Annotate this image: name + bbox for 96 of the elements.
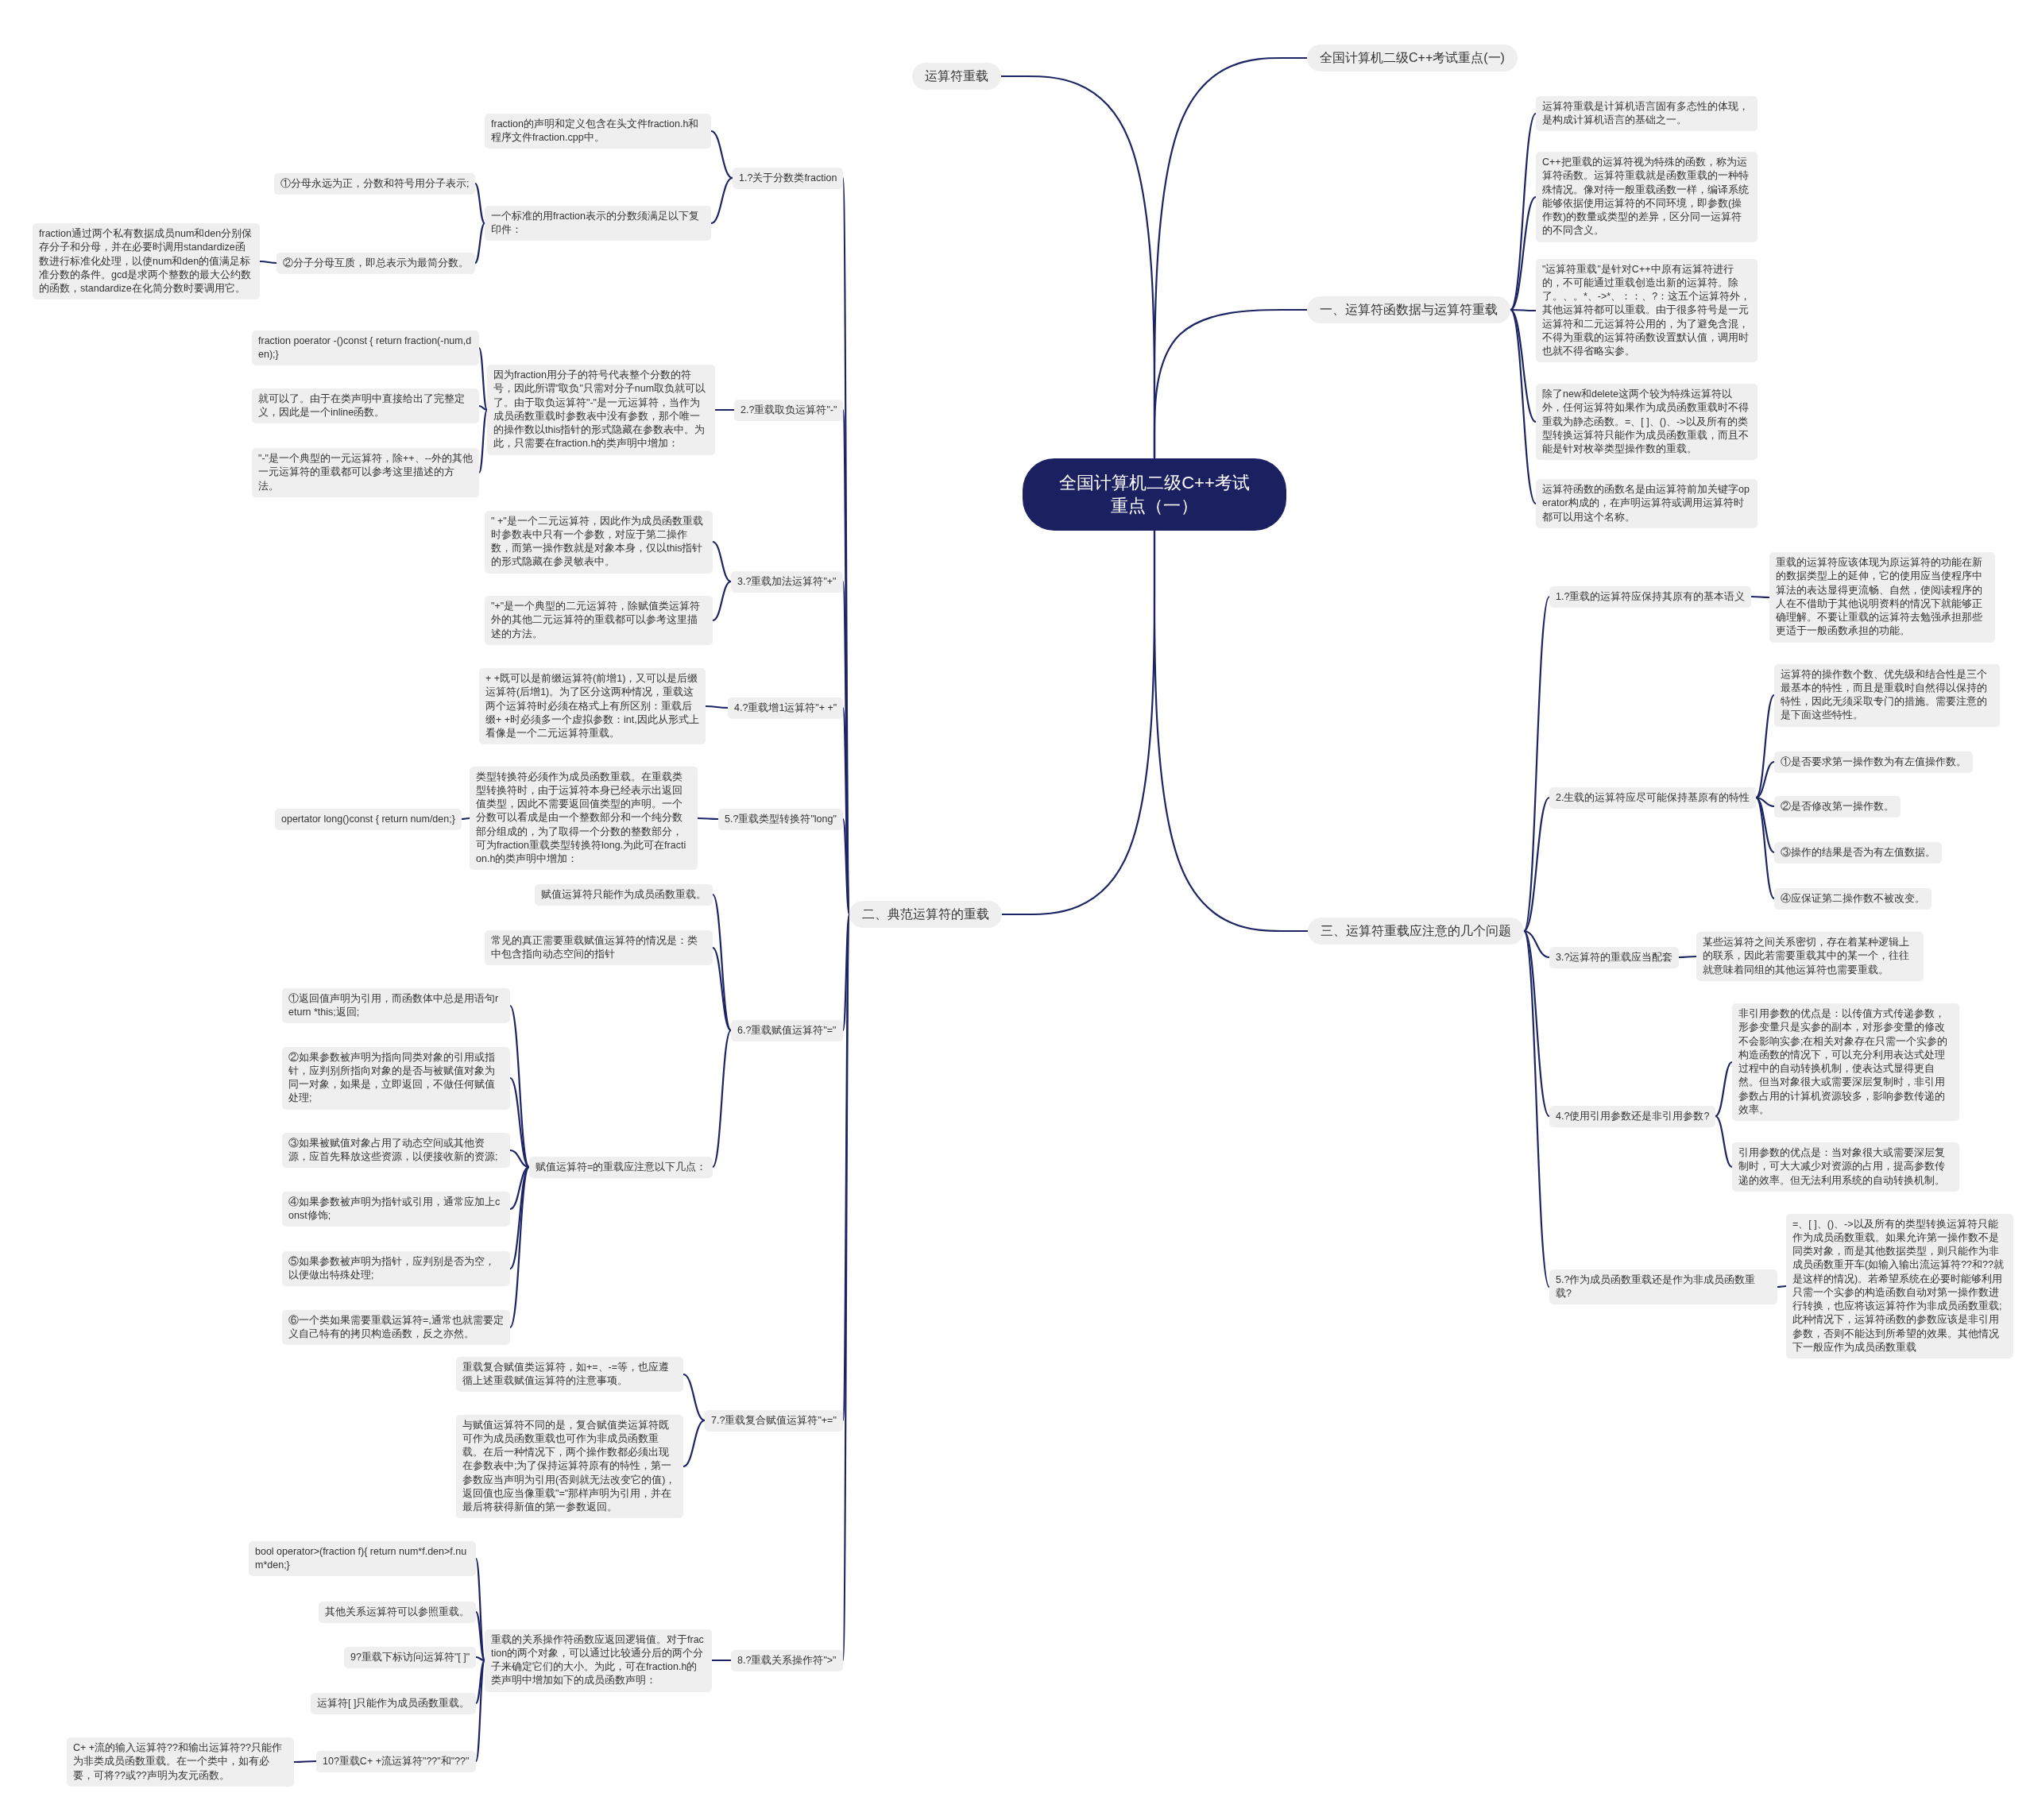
topic-box: 3.?重载加法运算符"+"	[731, 570, 843, 593]
connector-line	[710, 176, 734, 225]
topic-box: 重载的关系操作符函数应返回逻辑值。对于fraction的两个对象，可以通过比较通分后的两个分子来确定它们的大小。为此，可在fraction.h的类声明中增加如下的成员函数声明：	[485, 1629, 712, 1692]
connector-line	[682, 1419, 706, 1468]
topic-box: + +既可以是前缀运算符(前增1)，又可以是后缀运算符(后增1)。为了区分这两种情况，重载这两个运算符时必须在格式上有所区别：重载后缀+ +时必须多一个虚拟参数：int,因此从形式上看像是一个二元运算符重载。	[479, 668, 706, 745]
topic-box: 2.生载的运算符应尽可能保持基原有的特性	[1549, 786, 1757, 809]
topic-box: ②分子分母互质，即总表示为最简分数。	[276, 252, 475, 274]
topic-box: bool operator>(fraction f){ return num*f.den>f.num*den;}	[249, 1540, 476, 1576]
connector-line	[713, 408, 736, 412]
topic-box: 因为fraction用分子的符号代表整个分数的符号，因此所谓"取负"只需对分子num取负就可以了。由于取负运算符"-"是一元运算符，当作为成员函数重载时参数表中没有参数，那个唯一的操作数以this指针的形式隐藏在参数表中。为此，只需要在fraction.h的类声明中增加：	[487, 365, 715, 455]
topic-box: 1.?重载的运算符应保持其原有的基本语义	[1549, 585, 1752, 608]
connector-line	[711, 580, 733, 622]
topic-box: 9?重载下标访问运算符"[ ]"	[344, 1646, 477, 1668]
topic-box: ③操作的结果是否为有左值数据。	[1774, 841, 1942, 864]
topic-box: 一个标准的用fraction表示的分数须满足以下复印件：	[485, 205, 711, 241]
connector-line	[710, 1659, 733, 1662]
topic-box: ⑤如果参数被声明为指针，应判别是否为空，以便做出特殊处理;	[282, 1250, 510, 1286]
topic-box: ③如果被赋值对象占用了动态空间或其他资源，应首先释放这些资源，以便接收新的资源;	[282, 1132, 510, 1168]
central-topic: 全国计算机二级C++考试重点（一）	[1023, 458, 1286, 531]
topic-box: ①是否要求第一操作数为有左值操作数。	[1774, 751, 1973, 773]
connector-line	[292, 1760, 318, 1764]
connector-line	[1776, 1285, 1788, 1289]
topic-box: 赋值运算符只能作为成员函数重载。	[535, 883, 713, 906]
connector-line	[1153, 308, 1309, 459]
topic-box: 赋值运算符=的重载应注意以下几点：	[529, 1156, 713, 1178]
topic-box: 8.?重载关系操作符">"	[731, 1649, 843, 1671]
topic-box: 运算符重载是计算机语言固有多态性的体现，是构成计算机语言的基础之一。	[1536, 95, 1758, 131]
topic-box: 5.?重载类型转换符"long"	[718, 808, 843, 830]
topic-box: ①返回值声明为引用，而函数体中总是用语句return *this;返回;	[282, 987, 510, 1023]
topic-box: "+"是一个典型的二元运算符，除赋值类运算符外的其他二元运算符的重载都可以参考这里描述的方法。	[485, 596, 713, 645]
topic-box: 6.?重载赋值运算符"="	[731, 1019, 843, 1041]
topic-box: 2.?重载取负运算符"-"	[734, 399, 844, 421]
topic-box: 常见的真正需要重载赋值运算符的情况是：类中包含指向动态空间的指针	[485, 929, 713, 965]
topic-box: C+ +流的输入运算符??和输出运算符??只能作为非类成员函数重载。在一个类中，如有必要，可将??或??声明为友元函数。	[67, 1737, 294, 1787]
topic-box: 1.?关于分数类fraction	[733, 167, 844, 189]
connector-line	[710, 129, 734, 180]
connector-line	[682, 1373, 706, 1422]
connector-line	[478, 346, 489, 412]
branch-topic: 运算符重载	[912, 62, 1001, 91]
topic-box: 除了new和delete这两个较为特殊运算符以外，任何运算符如果作为成员函数重载时不得重载为静态函数。=、[ ]、()、->以及所有的类型转换运算符只能作为成员函数重载，而且不能是针对枚举类型操作数的重载。	[1536, 384, 1758, 461]
topic-box: opertator long()const { return num/den;}	[275, 808, 462, 830]
topic-box: 重载复合赋值类运算符，如+=、-=等，也应遵循上述重载赋值运算符的注意事项。	[456, 1356, 683, 1392]
branch-topic: 二、典范运算符的重载	[849, 900, 1002, 929]
connector-line	[1522, 796, 1551, 933]
connector-line	[1509, 195, 1537, 311]
topic-box: ④应保证第二操作数不被改变。	[1774, 887, 1932, 910]
topic-box: ⑥一个类如果需要重载运算符=,通常也就需要定义自己特有的拷贝构造函数，反之亦然。	[282, 1309, 510, 1345]
connector-line	[474, 1610, 486, 1662]
topic-box: 就可以了。由于在类声明中直接给出了完整定义，因此是一个inline函数。	[252, 388, 479, 423]
topic-box: "运算符重载"是针对C++中原有运算符进行的，不可能通过重载创造出新的运算符。除了。、。*、->*、：：、?：这五个运算符外，其他运算符都可以重载。由于很多符号是一元运算符和二元运算符公用的，为了避免含混，不得为重载的运算符函数设置默认值，调用时也就不得省略实参。	[1536, 258, 1758, 363]
connector-line	[696, 817, 720, 821]
connector-line	[460, 817, 471, 821]
topic-box: fraction通过两个私有数据成员num和den分别保存分子和分母，并在必要时调用standardize函数进行标准化处理，以使num和den的值满足标准分数的条件。gcd是求两个整数的最大公约数的函数，standardize在化简分数时要调用它。	[33, 223, 260, 300]
connector-line	[474, 222, 486, 265]
topic-box: 运算符的操作数个数、优先级和结合性是三个最基本的特性，而且是重载时自然得以保持的特性，因此无须采取专门的措施。需要注意的是下面这些特性。	[1774, 663, 2000, 727]
topic-box: C++把重载的运算符视为特殊的函数，称为运算符函数。运算符重载就是函数重载的一种特殊情况。像对待一般重载函数一样，编译系统能够依据使用运算符的不同环境，即参数(操作数)的数量或类型的差异，区分同一运算符的不同含义。	[1536, 152, 1758, 242]
topic-box: 引用参数的优点是：当对象很大或需要深层复制时，可大大减少对资源的占用，提高参数传递的效率。但无法利用系统的自动转换机制。	[1732, 1142, 1959, 1192]
topic-box: 某些运算符之间关系密切，存在着某种逻辑上的联系，因此若需要重载其中的某一个，往往就意味着同组的其他运算符也需要重载。	[1696, 932, 1924, 981]
topic-box: 7.?重载复合赋值运算符"+="	[705, 1409, 843, 1432]
connector-line	[711, 946, 733, 1032]
connector-line	[711, 540, 733, 583]
topic-box: 重载的运算符应该体现为原运算符的功能在新的数据类型上的延伸，它的使用应当使程序中算法的表达显得更流畅、自然，使阅读程序的人在不借助于其他说明资料的情况下就能够正确理解。不要让重载的运算符去勉强承担那些更适于一般函数承担的功能。	[1769, 552, 1995, 643]
topic-box: 4.?重载增1运算符"+ +"	[728, 697, 844, 719]
connector-line	[1509, 308, 1537, 505]
topic-box: " +"是一个二元运算符，因此作为成员函数重载时参数表中只有一个参数，对应于第二操作数，而第一操作数就是对象本身，仅以this指针的形式隐藏在参灵敏表中。	[485, 510, 713, 574]
topic-box: 类型转换符必须作为成员函数重载。在重载类型转换符时，由于运算符本身已经表示出返回值类型，因此不需要返回值类型的声明。一个分数可以看成是由一个整数部分和一个纯分数部分组成的，为了取得一个分数的整数部分，可为fraction重载类型转换符long.为此可在fraction.h的类声明中增加：	[470, 766, 698, 871]
branch-topic: 全国计算机二级C++考试重点(一)	[1307, 44, 1518, 72]
topic-box: 非引用参数的优点是：以传值方式传递参数，形参变量只是实参的副本，对形参变量的修改不会影响实参;在相关对象存在只需一个实参的构造函数的情况下，可以充分利用表达式处理过程中的自动转换机制，使表达式显得更自然。但当对象很大或需要深层复制时，非引用参数占用的计算机资源较多，影响参数传递的效率。	[1732, 1003, 1959, 1121]
connector-line	[841, 817, 851, 916]
topic-box: fraction的声明和定义包含在头文件fraction.h和程序文件fraction.cpp中。	[485, 113, 711, 149]
connector-line	[508, 1165, 531, 1329]
topic-box: 运算符函数的函数名是由运算符前加关键字operator构成的，在声明运算符或调用运算符时都可以用这个名称。	[1536, 479, 1758, 528]
branch-topic: 三、运算符重载应注意的几个问题	[1308, 917, 1524, 945]
connector-line	[1522, 929, 1551, 1289]
connector-line	[1000, 529, 1156, 916]
topic-box: 5.?作为成员函数重载还是作为非成员函数重载?	[1549, 1269, 1777, 1304]
branch-topic: 一、运算符函数据与运算符重载	[1307, 296, 1510, 324]
topic-box: "-"是一个典型的一元运算符，除++、--外的其他一元运算符的重载都可以参考这里描述的方法。	[252, 448, 479, 497]
connector-line	[1522, 929, 1551, 1118]
connector-line	[508, 1076, 531, 1169]
topic-box: 3.?运算符的重载应当配套	[1549, 946, 1680, 968]
topic-box: fraction poerator -()const { return fraction(-num,den);}	[252, 330, 479, 365]
topic-box: ①分母永远为正，分数和符号用分子表示;	[274, 172, 476, 195]
connector-line	[258, 260, 278, 265]
topic-box: ②如果参数被声明为指向同类对象的引用或指针，应判别所指向对象的是否与被赋值对象为同一对象，如果是，立即返回，不做任何赋值处理;	[282, 1046, 510, 1110]
connector-line	[478, 408, 489, 474]
topic-box: 运算符[ ]只能作为成员函数重载。	[311, 1692, 477, 1714]
topic-box: 其他关系运算符可以参照重载。	[319, 1601, 476, 1623]
connector-line	[704, 705, 729, 709]
connector-line	[841, 913, 851, 1032]
topic-box: 4.?使用引用参数还是非引用参数?	[1549, 1105, 1716, 1127]
topic-box: ②是否修改第一操作数。	[1774, 795, 1901, 817]
topic-box: ④如果参数被声明为指针或引用，通常应加上const修饰;	[282, 1191, 510, 1227]
topic-box: 与赋值运算符不同的是，复合赋值类运算符既可作为成员函数重载也可作为非成员函数重载。在后一种情况下，两个操作数都必须出现在参数表中;为了保持运算符原有的特性，第一参数应当声明为引用(否则就无法改变它的值)，返回值也应当像重载"="那样声明为引用，并在最后将获得新值的第一参数返回。	[456, 1414, 683, 1519]
topic-box: =、[ ]、()、->以及所有的类型转换运算符只能作为成员函数重载。如果允许第一操作数不是同类对象，而是其他数据类型，则只能作为非成员函数重开车(如输入输出流运算符??和??就是这样的情况)。若希望系统在必要时能够利用只需一个实参的构造函数自动对第一操作数进行转换，也应将该运算符作为非成员函数重载;此种情况下，运算符函数的参数应该是非引用参数，否则不能达到所希望的效果。其他情况下一般应作为成员函数重载	[1786, 1213, 2013, 1358]
topic-box: 10?重载C+ +流运算符"??"和"??"	[316, 1750, 476, 1772]
